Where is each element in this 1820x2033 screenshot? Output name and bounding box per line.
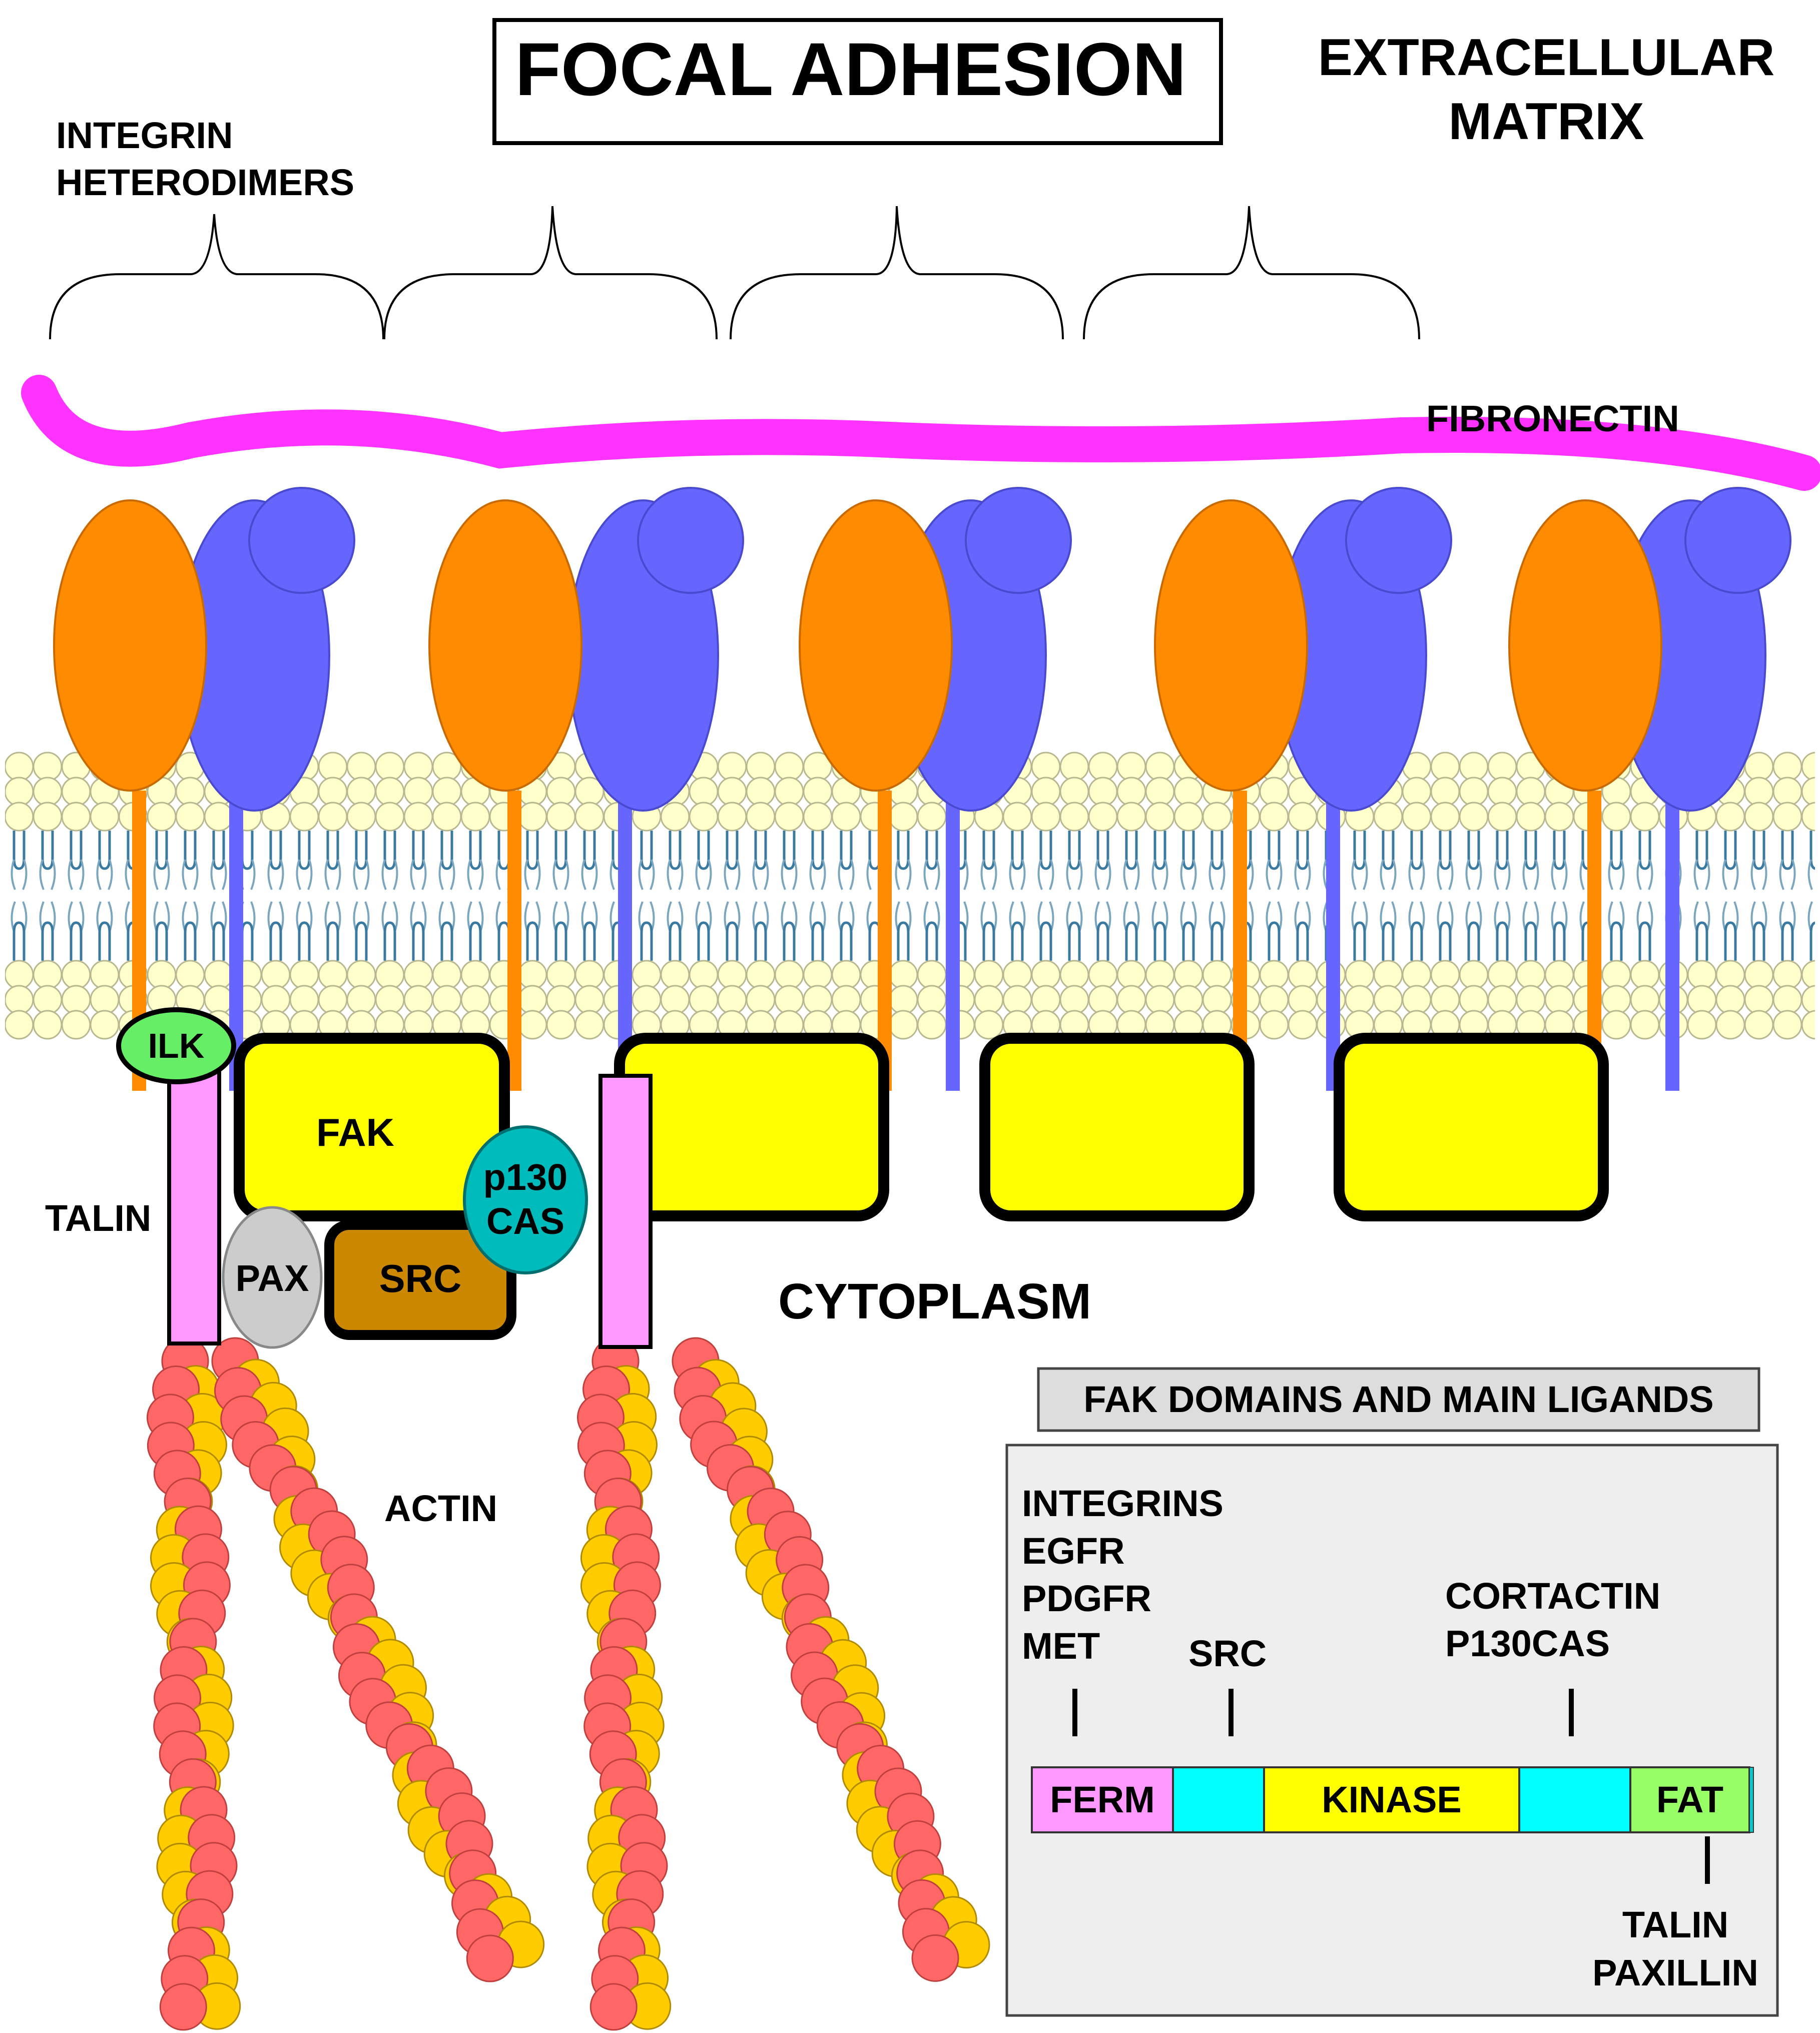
- beta-integrin-head: [1345, 487, 1452, 594]
- page-title: FOCAL ADHESION: [515, 27, 1186, 111]
- beta-integrin-tail: [1665, 791, 1679, 1091]
- domains-heading-box: [1037, 1367, 1760, 1432]
- ferm-ligand: EGFR: [1022, 1530, 1125, 1572]
- ligand-ticks: [1072, 1689, 1710, 1884]
- actin-filaments: [146, 1337, 990, 2031]
- actin-label: ACTIN: [384, 1488, 497, 1529]
- domain-ferm-label: FERM: [1050, 1779, 1155, 1820]
- lipid-bilayer: [5, 740, 1815, 1052]
- brace-2: [383, 206, 718, 340]
- ilk-protein: [116, 1007, 236, 1084]
- domain-kinase: [1263, 1766, 1520, 1833]
- src-box: [324, 1220, 516, 1340]
- domain-bar-end: [1749, 1767, 1754, 1833]
- actin-monomer-red: [589, 1983, 638, 2031]
- talin-rod-1: [167, 1064, 221, 1345]
- kinase-ligand: CORTACTIN: [1445, 1575, 1660, 1617]
- ferm-ligands: INTEGRINS EGFR PDGFR MET: [1022, 1483, 1224, 1667]
- alpha-integrin-body: [1154, 499, 1308, 792]
- ferm-ligand: MET: [1022, 1625, 1100, 1667]
- brace-4: [1083, 206, 1420, 340]
- p130cas-label-line1: p130: [483, 1156, 568, 1198]
- domains-heading: FAK DOMAINS AND MAIN LIGANDS: [1083, 1379, 1713, 1420]
- p130cas-label-line2: CAS: [486, 1200, 564, 1242]
- actin-monomer-red: [159, 1983, 207, 2031]
- p130cas-protein: [463, 1125, 588, 1274]
- fibronectin-fiber: [21, 375, 1820, 491]
- fat-ligand: TALIN: [1622, 1904, 1728, 1945]
- talin-rod-2: [598, 1074, 653, 1349]
- alpha-integrin-tail: [878, 791, 892, 1091]
- alpha-integrin-body: [799, 499, 953, 792]
- fak-label: FAK: [316, 1110, 394, 1154]
- alpha-integrin-body: [53, 499, 207, 792]
- ferm-ligand: PDGFR: [1022, 1578, 1151, 1619]
- fak-domain-bar: FERM KINASE FAT: [1031, 1766, 1754, 1833]
- ferm-ligand: INTEGRINS: [1022, 1483, 1224, 1524]
- fak-box-3: [979, 1033, 1255, 1221]
- beta-integrin-head: [637, 487, 744, 594]
- actin-monomer-red: [911, 1934, 959, 1982]
- ecm-label-line2: MATRIX: [1449, 93, 1644, 151]
- cytoplasm-label: CYTOPLASM: [778, 1273, 1091, 1329]
- brace-3: [730, 206, 1064, 340]
- integrin-label-line1: INTEGRIN: [56, 115, 233, 156]
- integrin-braces: [49, 206, 1420, 340]
- pax-label: PAX: [236, 1257, 309, 1299]
- fibronectin-label: FIBRONECTIN: [1426, 398, 1679, 439]
- src-label: SRC: [379, 1256, 462, 1300]
- talin-label: TALIN: [45, 1197, 151, 1239]
- beta-integrin-head: [248, 487, 355, 594]
- beta-integrin-head: [1684, 487, 1791, 594]
- ecm-label-line1: EXTRACELLULAR: [1318, 29, 1775, 87]
- brace-1: [49, 214, 384, 340]
- pax-protein: [222, 1206, 323, 1349]
- alpha-integrin-body: [428, 499, 582, 792]
- domain-fat: [1629, 1766, 1750, 1833]
- integrin-group: [53, 487, 1791, 1091]
- domains-panel: [1005, 1444, 1779, 2017]
- domain-linker-1: [1172, 1766, 1265, 1833]
- ilk-label: ILK: [148, 1026, 205, 1065]
- title-box: [492, 18, 1223, 145]
- actin-monomer-red: [466, 1934, 514, 1982]
- integrin-label-line2: HETERODIMERS: [56, 162, 354, 203]
- fat-ligand: PAXILLIN: [1592, 1952, 1758, 1993]
- alpha-integrin-body: [1508, 499, 1662, 792]
- fak-box-1: [234, 1033, 510, 1221]
- alpha-integrin-tail: [507, 791, 521, 1091]
- domain-fat-label: FAT: [1656, 1779, 1723, 1820]
- beta-integrin-tail: [946, 791, 960, 1091]
- domain-kinase-label: KINASE: [1322, 1779, 1462, 1820]
- domain-ferm: [1031, 1766, 1174, 1833]
- fak-box-2: [614, 1033, 889, 1221]
- kinase-ligand: P130CAS: [1445, 1623, 1610, 1664]
- src-ligand: SRC: [1188, 1633, 1267, 1674]
- domain-linker-2: [1518, 1766, 1631, 1833]
- beta-integrin-head: [965, 487, 1072, 594]
- fak-box-4: [1334, 1033, 1609, 1221]
- beta-integrin-tail: [1326, 791, 1340, 1091]
